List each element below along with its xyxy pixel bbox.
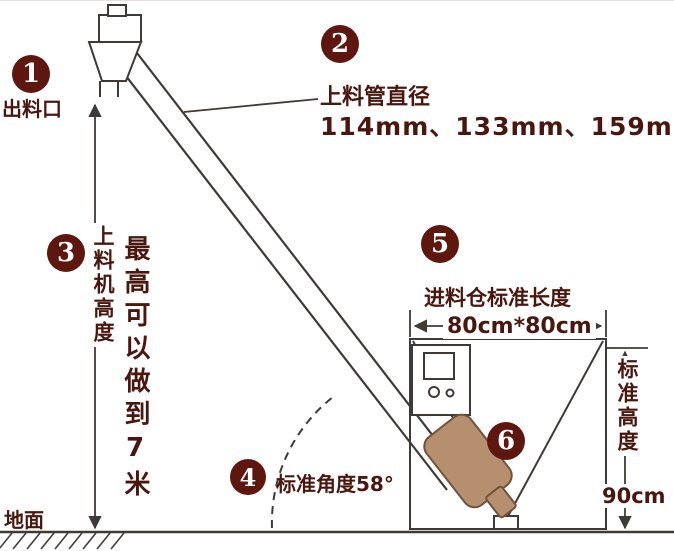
badge-3-lift-height: 3 [47, 234, 85, 272]
hopper-size-value: 80cm*80cm [443, 314, 596, 339]
discharge-head [87, 4, 143, 97]
ground-hatching [0, 532, 125, 550]
ground-label: 地面 [4, 508, 44, 532]
control-panel [411, 344, 471, 416]
lift-height-note: 最高可以做到7米 [116, 233, 155, 505]
lift-height-label: 上料机高度 [87, 223, 119, 347]
standard-angle-label: 标准角度58° [276, 472, 394, 496]
conveyor-tube [111, 43, 465, 491]
badge-2-pipe-diameter: 2 [321, 25, 359, 63]
badge-6-motor: 6 [487, 422, 525, 460]
pipe-diameter-title: 上料管直径 [320, 85, 431, 110]
outlet-label: 出料口 [2, 97, 62, 121]
angle-arc [270, 396, 334, 529]
standard-height-label: 标准高度 [611, 356, 643, 456]
badge-1-outlet: 1 [12, 55, 50, 93]
pipe-diameter-options: 114mm、133mm、159mm可选 [320, 112, 674, 141]
standard-height-value: 90cm [600, 484, 668, 508]
pipe-pointer-line [183, 98, 319, 113]
badge-4-angle: 4 [230, 459, 266, 495]
badge-5-hopper-length: 5 [421, 225, 459, 263]
hopper-length-title: 进料仓标准长度 [424, 286, 571, 310]
